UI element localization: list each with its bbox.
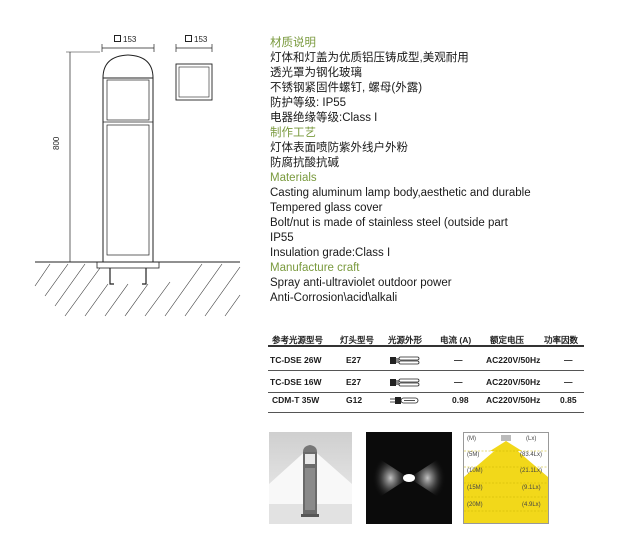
cell-current: 0.98 [452,395,469,405]
light-beam-graphic [464,435,548,523]
en-materials-line: Insulation grade:Class I [270,247,391,259]
width-dimension-label: 153 [114,35,136,44]
product-photo [269,432,352,524]
cn-materials-heading: 材质说明 [270,37,316,49]
cell-model: TC-DSE 26W [270,355,322,365]
header-lamp-shape: 光源外形 [388,335,423,345]
cell-power-factor: — [564,355,573,365]
en-materials-line: IP55 [270,232,294,244]
cfl-tube-icon [390,356,420,365]
illum-lux: (4.9Lx) [522,502,541,508]
cn-materials-line: 灯体和灯盖为优质铝压铸成型,美观耐用 [270,52,469,64]
cn-materials-line: 电器绝缘等级:Class I [270,112,378,124]
cell-power-factor: 0.85 [560,395,577,405]
illum-lux: (21.1Lx) [520,468,543,474]
spec-text: 材质说明 灯体和灯盖为优质铝压铸成型,美观耐用 透光罩为钢化玻璃 不锈钢紧固件螺… [270,36,531,306]
illum-distance: (15M) [467,485,483,491]
cell-current: — [454,377,463,387]
en-craft-heading: Manufacture craft [270,262,360,274]
cn-craft-heading: 制作工艺 [270,127,316,139]
en-materials-line: Tempered glass cover [270,202,383,214]
cell-voltage: AC220V/50Hz [486,395,541,405]
en-craft-line: Spray anti-ultraviolet outdoor power [270,277,452,289]
cell-power-factor: — [564,377,573,387]
cn-materials-line: 不锈钢紧固件螺钉, 螺母(外露) [270,82,423,94]
cell-base: E27 [346,355,362,365]
table-row: TC-DSE 26W E27 — AC220V/50Hz — [268,350,584,370]
cn-craft-line: 防腐抗酸抗碱 [270,157,339,169]
en-craft-line: Anti-Corrosion\acid\alkali [270,292,398,304]
illuminance-diagram: (M) (Lx) (5M) (83.4Lx) (10M) (21.1Lx) (1… [463,432,549,524]
cell-model: TC-DSE 16W [270,377,322,387]
cfl-tube-icon [390,378,420,387]
en-materials-line: Bolt/nut is made of stainless steel (out… [270,217,508,229]
illum-distance: (M) [467,436,476,442]
header-power-factor: 功率因数 [544,335,579,345]
cdm-lamp-icon [390,397,419,404]
table-row: TC-DSE 16W E27 — AC220V/50Hz — [268,372,584,392]
cell-voltage: AC220V/50Hz [486,355,541,365]
cell-voltage: AC220V/50Hz [486,377,541,387]
height-dimension-label: 800 [52,136,61,150]
header-base-type: 灯头型号 [340,335,375,345]
illum-lux: (9.1Lx) [522,485,541,491]
cn-craft-line: 灯体表面喷防紫外线户外粉 [270,142,408,154]
cn-materials-line: 透光罩为钢化玻璃 [270,67,362,79]
cell-model: CDM-T 35W [272,395,320,405]
table-row: CDM-T 35W G12 0.98 AC220V/50Hz 0.85 [268,390,584,410]
en-materials-heading: Materials [270,172,317,184]
illum-distance: (5M) [467,452,480,458]
cell-current: — [454,355,463,365]
light-effect-photo [366,432,452,524]
cell-base: G12 [346,395,363,405]
header-current: 电流 (A) [440,335,472,345]
cn-materials-line: 防护等级: IP55 [270,97,347,109]
cell-base: E27 [346,377,362,387]
table-header-row: 参考光源型号 灯头型号 光源外形 电流 (A) 额定电压 功率因数 [268,330,584,350]
en-materials-line: Casting aluminum lamp body,aesthetic and… [270,187,531,199]
illum-distance: (20M) [467,502,483,508]
header-voltage: 额定电压 [490,335,525,345]
illum-lux: (83.4Lx) [520,452,543,458]
depth-dimension-label: 153 [185,35,207,44]
illum-lux: (Lx) [526,436,537,442]
technical-drawing [34,44,241,317]
header-lamp-model: 参考光源型号 [272,335,324,345]
illum-distance: (10M) [467,468,483,474]
